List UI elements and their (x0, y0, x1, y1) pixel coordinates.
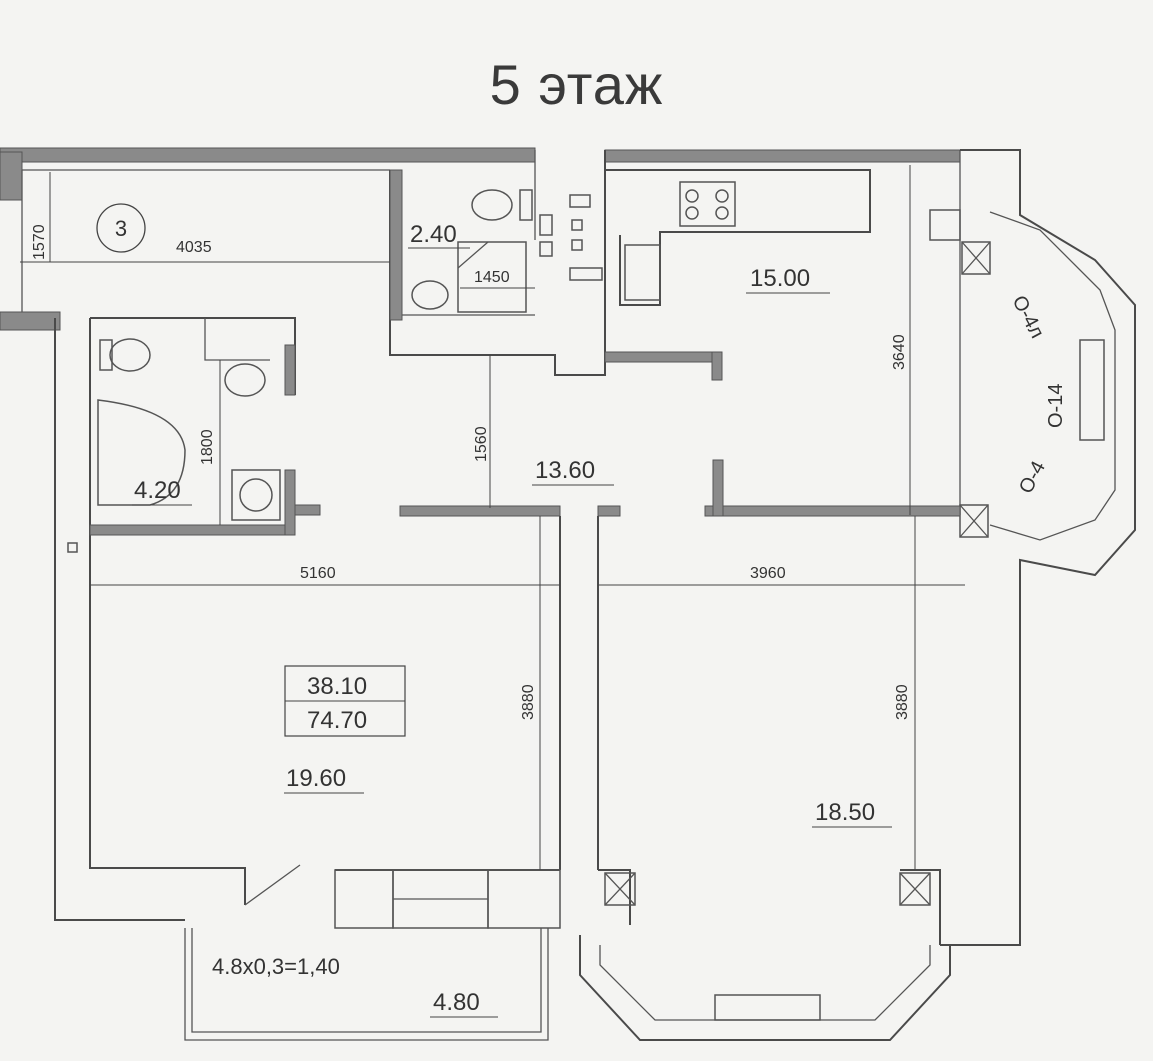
area-bathroom-small: 2.40 (410, 221, 457, 248)
area-living: 38.10 (307, 673, 367, 700)
vent-shaft-3-y (604, 872, 636, 906)
vent-shaft-4-y (899, 872, 931, 906)
dim-1570: 1570 (31, 224, 48, 260)
window-mark-o4: O-4 (1015, 458, 1050, 498)
burner-4 (715, 206, 729, 220)
balcony-length: 4.80 (433, 989, 480, 1016)
toilet-icon (109, 338, 151, 372)
area-kitchen: 15.00 (750, 265, 810, 292)
dim-1800: 1800 (199, 429, 216, 465)
balcony-door (244, 864, 301, 906)
dim-3960: 3960 (750, 565, 786, 582)
dim-3640: 3640 (891, 334, 908, 370)
vent-shaft-4 (899, 872, 931, 906)
kitchen-sink-icon (624, 244, 661, 301)
riser-4 (571, 219, 583, 231)
apartment-number: 3 (115, 216, 127, 241)
bay-bottom-inner (599, 945, 931, 1021)
shower-diag (457, 241, 489, 269)
wall-top-left (0, 147, 536, 163)
wall-left-inner (89, 318, 246, 905)
wall-left-stub-2 (0, 311, 61, 331)
hall-wall-mid (597, 505, 621, 517)
riser-5 (571, 239, 583, 251)
sink-small-icon (411, 280, 449, 310)
riser-3 (569, 194, 591, 208)
bay-inner (989, 211, 1116, 541)
dim-1560: 1560 (473, 426, 490, 462)
riser-6 (569, 267, 603, 281)
vent-shaft-3 (604, 872, 636, 906)
window-bottom (714, 994, 821, 1021)
hall-wall-stub (712, 459, 724, 517)
bay-bottom-outer (579, 935, 951, 1041)
burner-3 (715, 189, 729, 203)
bath-wall-stub (294, 504, 321, 516)
dim-3880-right: 3880 (894, 684, 911, 720)
vent-shaft-1 (961, 241, 991, 275)
burner-1 (685, 189, 699, 203)
vent-shaft-1-y (961, 241, 991, 275)
floor-title: 5 этаж (489, 53, 664, 116)
sink-icon (224, 363, 266, 397)
room-right-bottom-left (598, 869, 631, 925)
bath-wall-segment (284, 344, 296, 396)
window-o14 (1079, 339, 1105, 441)
riser-2 (539, 241, 553, 257)
area-room-right: 18.50 (815, 799, 875, 826)
kitchen-bottom-wall (604, 351, 721, 363)
dim-5160: 5160 (300, 565, 336, 582)
bath-small-walls (389, 150, 606, 376)
bath-partition (204, 318, 270, 361)
dim-4035: 4035 (176, 239, 212, 256)
bath-small-left-wall (389, 169, 403, 321)
washer-drum-icon (239, 478, 273, 512)
area-room-left: 19.60 (286, 765, 346, 792)
balcony-calc: 4.8x0,3=1,40 (212, 954, 340, 979)
kitchen-counter (605, 169, 871, 306)
stove-icon (679, 181, 736, 227)
apartment-number-circle (96, 203, 146, 253)
dim-3880-left: 3880 (520, 684, 537, 720)
toilet-small-icon (471, 189, 513, 221)
balcony-outline (184, 928, 549, 1041)
vent-icon (67, 542, 78, 553)
hall-wall-right (704, 505, 961, 517)
window-mark-o4l: O-4л (1008, 292, 1049, 342)
balcony-inner (191, 928, 542, 1033)
shower-icon (457, 241, 527, 313)
area-total: 74.70 (307, 707, 367, 734)
room-right-bottom-right (900, 869, 941, 945)
window-mark-o14: O-14 (1045, 384, 1067, 428)
toilet-small-tank (519, 189, 533, 221)
hall-wall-left (399, 505, 561, 517)
wall-left-outer (54, 318, 185, 921)
area-bathroom-large: 4.20 (134, 477, 181, 504)
kitchen-sink-2 (929, 209, 961, 241)
bath-bottom-wall (89, 524, 296, 536)
bath-right-wall (284, 469, 296, 536)
dim-1450: 1450 (474, 269, 510, 286)
burner-2 (685, 206, 699, 220)
bay-outer (940, 149, 1136, 946)
riser-1 (539, 214, 553, 236)
washer-icon (231, 469, 281, 521)
vent-shaft-2-y (959, 504, 989, 538)
toilet-tank (99, 339, 113, 371)
wall-top-right (604, 149, 961, 163)
pier-1 (334, 869, 394, 929)
pier-2 (487, 869, 561, 929)
area-hall: 13.60 (535, 457, 595, 484)
vent-shaft-2 (959, 504, 989, 538)
kitchen-wall-stub (711, 351, 723, 381)
wall-left-stub (0, 151, 23, 201)
bathtub-icon (97, 399, 186, 506)
